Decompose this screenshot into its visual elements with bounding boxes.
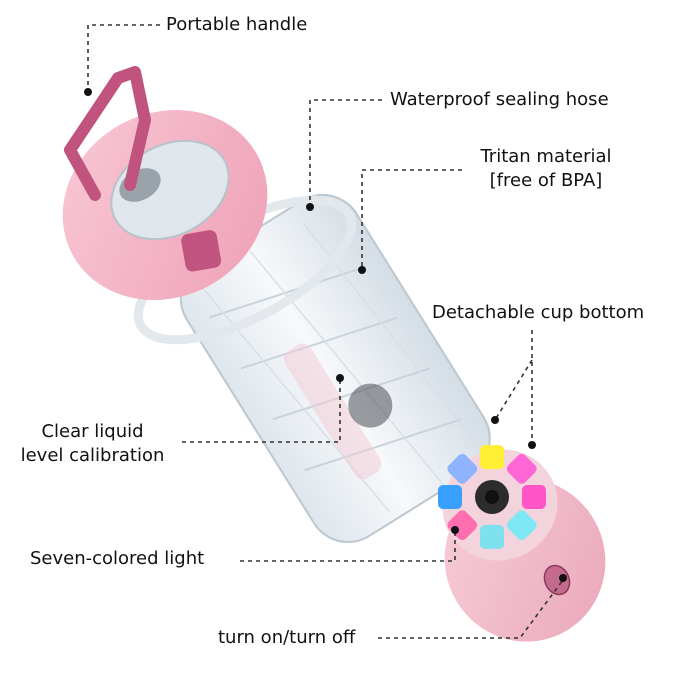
light-segment	[480, 524, 504, 549]
label-free-of-bpa: [free of BPA]	[489, 170, 603, 191]
leader-dots	[84, 88, 567, 582]
light-segment	[438, 485, 462, 509]
power-switch[interactable]	[540, 561, 574, 598]
leader-lines	[87, 24, 564, 639]
label-turn-on-off: turn on/turn off	[218, 627, 356, 648]
label-detachable-cup-bottom: Detachable cup bottom	[432, 302, 645, 323]
portable-handle	[64, 66, 151, 201]
label-level-calibration: level calibration	[20, 445, 165, 466]
light-segment	[447, 453, 478, 484]
light-segment	[480, 445, 504, 470]
bottle-body	[179, 193, 491, 544]
light-segment	[506, 453, 537, 484]
cup-bottom	[438, 445, 606, 642]
label-portable-handle: Portable handle	[166, 14, 308, 35]
label-tritan-material: Tritan material	[480, 146, 612, 167]
light-segment	[522, 485, 546, 509]
light-segment	[506, 510, 537, 541]
label-clear-liquid: Clear liquid	[41, 421, 144, 442]
label-waterproof-sealing-hose: Waterproof sealing hose	[390, 89, 609, 110]
label-seven-colored-light: Seven-colored light	[30, 548, 205, 569]
